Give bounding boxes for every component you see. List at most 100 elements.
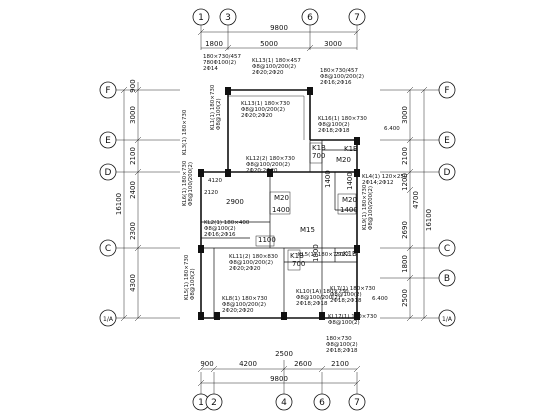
beam-note-kl12b: Φ8@100/200(2) (246, 162, 290, 168)
beam-note-kl13v: KL13(1) 180×730 (241, 101, 290, 107)
tag-700-a: 700 (312, 152, 325, 160)
tag-1400-a: 1400 (272, 206, 290, 214)
tag-1400-b: 1400 (340, 206, 358, 214)
dimensions-bottom: 900 4200 2600 2100 9800 2500 (197, 350, 361, 387)
beam-note-kl13c: 2Φ20;2Φ20 (252, 70, 284, 76)
beam-note-top3: 2Φ14 (203, 66, 218, 72)
column-2A (214, 312, 220, 320)
dim-ticks-top (197, 28, 361, 52)
grid-label-top-6: 6 (307, 13, 313, 23)
beam-note-kl16b: Φ8@100(2) (318, 122, 350, 128)
grid-label-bottom-7: 7 (354, 398, 360, 408)
column-7C (354, 245, 360, 253)
tag-m15: M15 (300, 226, 315, 234)
beam-note-small1: 180×730 (326, 336, 352, 342)
beam-note-top4: 180×730/457 (320, 68, 358, 74)
dimensions-right: 3000 2100 1200 4700 2690 1800 2500 16100 (401, 86, 433, 322)
beam-note-kl12c: 2Φ20;2Φ20 (246, 168, 278, 174)
grid-label-right-A: 1/A (442, 316, 453, 323)
tag-box-4 (337, 193, 357, 215)
dim-top-a: 1800 (205, 40, 223, 48)
grid-label-right-C: C (444, 244, 450, 254)
grid-label-left-E: E (105, 136, 111, 146)
grid-label-bottom-2: 2 (211, 398, 217, 408)
beam-note-kl11c: 2Φ20;2Φ20 (229, 266, 261, 272)
dimensions-top: 9800 1800 5000 3000 (197, 24, 361, 52)
dim-right-b: 2100 (401, 147, 409, 165)
beam-note-kl17b: Φ8@100(2) (328, 320, 360, 326)
dimensions-left: 900 3000 2100 2400 2300 4300 16100 (115, 79, 142, 322)
dim-bottom-e: 2500 (275, 350, 293, 358)
beam-note-top2: 780Φ100(2) (203, 60, 236, 66)
dim-right-a: 3000 (401, 106, 409, 124)
beam-note-left1: KL5(1) 180×730 (184, 254, 190, 300)
beam-note-kl17: KL17(1) 180×730 (328, 314, 377, 320)
tag-box-3 (269, 191, 291, 215)
beam-note-small3: 2Φ18;2Φ18 (326, 348, 358, 354)
grid-label-top-1: 1 (198, 13, 204, 23)
beam-note-kl2b: Φ8@100(2) (204, 226, 236, 232)
grid-label-right-F: F (444, 86, 449, 96)
dim-right-g: 2500 (401, 289, 409, 307)
dim-top-total: 9800 (270, 24, 288, 32)
dim-ticks-left (120, 86, 142, 322)
grid-label-bottom-1: 1 (198, 398, 204, 408)
column-7E (354, 137, 360, 145)
dim-ticks-right (406, 86, 428, 322)
tag-m20-c: M20 (342, 196, 357, 204)
tag-700-b: 700 (292, 260, 305, 268)
tag-k1b-4: K1B (343, 250, 357, 258)
dim-left-total: 16100 (115, 193, 123, 215)
grid-bubbles-right: F E D C B 1/A (380, 81, 456, 327)
column-7A (354, 312, 360, 320)
beam-note-kl2c: 2Φ16;2Φ16 (204, 232, 236, 238)
beam-note-kl7c: 2Φ18;2Φ18 (330, 298, 362, 304)
beam-note-top1: 180×730/457 (203, 54, 241, 60)
beam-note-kl9b: Φ8@100/200(2) (368, 186, 374, 230)
columns (198, 87, 360, 320)
tag-4120: 4120 (208, 178, 222, 184)
dim-left-c: 2100 (129, 147, 137, 165)
beam-note-kl8: KL8(1) 180×730 (222, 296, 268, 302)
room-tags: K1B K1B K1B K1B M20 M20 M20 M15 700 700 … (204, 126, 400, 302)
beam-note-kl16: KL16(1) 180×730 (318, 116, 367, 122)
grid-bubbles-top: 1 3 6 7 (192, 8, 366, 50)
tag-k1b-2: K1B (344, 145, 358, 153)
column-1D (198, 169, 204, 177)
grid-label-top-3: 3 (225, 13, 231, 23)
tag-2900: 2900 (226, 198, 244, 206)
beam-note-top6: 2Φ16;2Φ16 (320, 80, 352, 86)
beam-note-kl13b: Φ8@100/200(2) (252, 64, 296, 70)
grid-label-bottom-4: 4 (281, 398, 287, 408)
beam-note-kl7: KL7(1) 180×730 (330, 286, 376, 292)
tag-1800: 1800 (312, 244, 320, 262)
beam-note-small2: Φ8@100(2) (326, 342, 358, 348)
grid-label-left-A: 1/A (103, 316, 114, 323)
beam-inner-offset (228, 95, 305, 140)
tag-1400-d: 1400 (346, 172, 354, 190)
grid-label-left-F: F (105, 86, 110, 96)
tag-box-1 (309, 142, 323, 164)
beam-note-kl6: KL6(1) 180×730 (182, 160, 188, 206)
dim-top-c: 3000 (324, 40, 342, 48)
grid-label-right-D: D (444, 168, 451, 178)
beam-note-kl8b: Φ8@100/200(2) (222, 302, 266, 308)
beam-note-kl10: KL10(1A) 180×730 (296, 289, 349, 295)
beam-note-kl4b: 2Φ14;2Φ12 (362, 180, 394, 186)
beam-note-kl10c: 2Φ18;2Φ18 (296, 301, 328, 307)
beam-note-kl10b: Φ8@100/200(2) (296, 295, 340, 301)
tag-1400-c: 1400 (324, 170, 332, 188)
dim-bottom-c: 2600 (294, 360, 312, 368)
dim-right-d: 4700 (412, 191, 420, 209)
column-3D (225, 169, 231, 177)
grid-label-left-C: C (105, 244, 111, 254)
column-6F (307, 87, 313, 95)
beam-note-kl13: KL13(1) 180×457 (252, 58, 301, 64)
tag-k1b-1: K1B (312, 144, 326, 152)
dim-left-e: 2300 (129, 222, 137, 240)
beam-note-kl7b: Φ8@100(2) (330, 292, 362, 298)
column-3F (225, 87, 231, 95)
tag-2722: 2722 (335, 252, 349, 258)
beam-annotations: 180×730/457 780Φ100(2) 2Φ14 KL13(1) 180×… (182, 54, 408, 354)
